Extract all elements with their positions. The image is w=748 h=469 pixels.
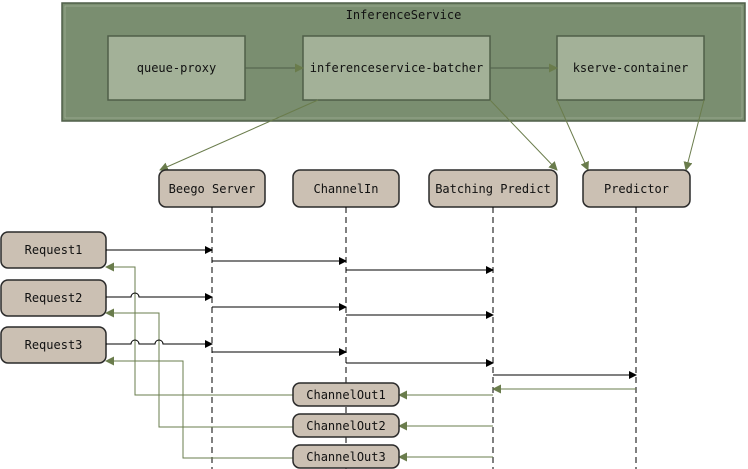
link-kserve-to-predictor-left [556,99,589,171]
beego-server-label: Beego Server [168,181,256,196]
channel-in-label: ChannelIn [313,181,379,196]
kserve-container-label: kserve-container [572,61,689,75]
predictor-label: Predictor [603,181,670,196]
request2-label: Request2 [24,291,83,305]
channelout1-box [292,382,400,407]
queue-proxy-label: queue-proxy [136,61,217,75]
batching-predict-label: Batching Predict [435,181,551,196]
link-batcher-to-beego [159,99,319,171]
channelout3-box [292,444,400,469]
inferenceservice-title: InferenceService [345,8,462,22]
link-kserve-to-predictor-right [683,99,705,171]
call-request3-to-beego [106,339,213,348]
request3-box [0,326,107,364]
request3-label: Request3 [24,338,83,352]
return-path-channelout3 [105,356,293,459]
return-path-channelout1 [105,262,293,396]
return-path-channelout2 [105,308,293,428]
channelout1-label: ChannelOut1 [306,387,386,402]
channelout2-box [292,413,400,438]
call-request2-to-beego [106,292,213,301]
request1-label: Request1 [24,243,83,257]
request2-box [0,279,107,317]
channelout2-label: ChannelOut2 [306,418,386,433]
channelout3-label: ChannelOut3 [306,449,386,464]
queue-proxy-box [107,35,246,101]
batcher-label: inferenceservice-batcher [309,61,484,75]
link-batcher-to-batching-predict [489,99,558,171]
